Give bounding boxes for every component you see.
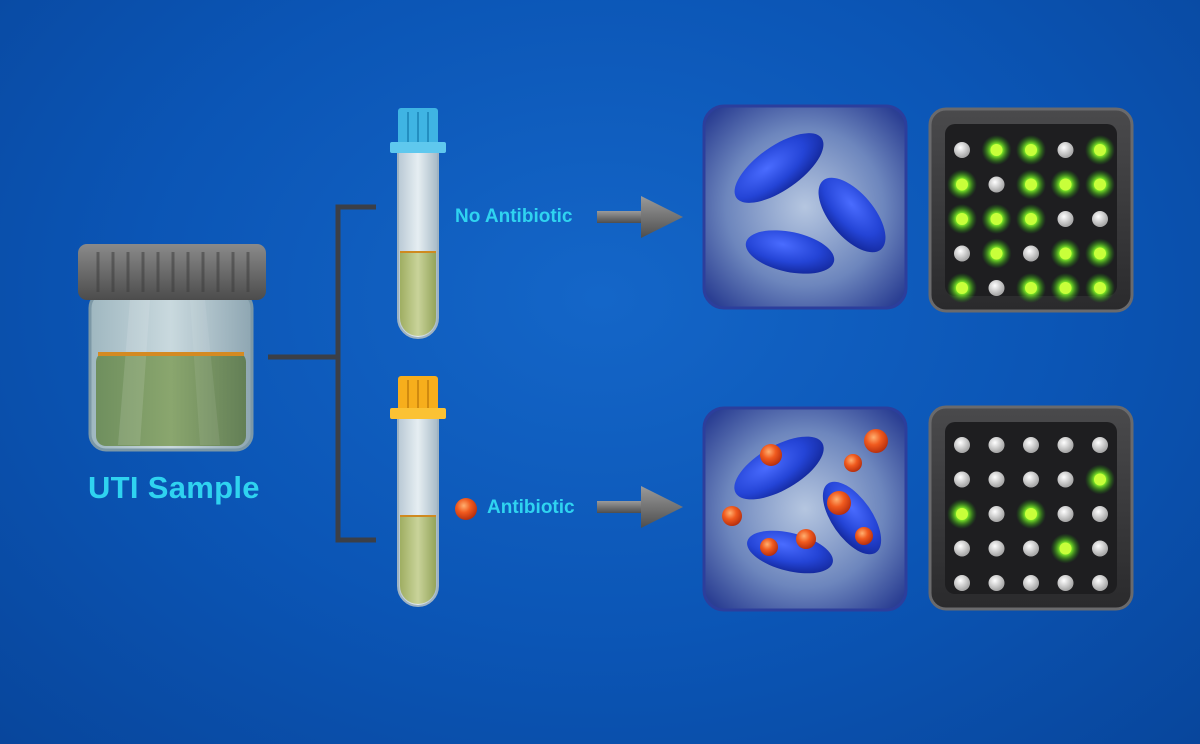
well-negative bbox=[988, 506, 1005, 522]
well-negative bbox=[1023, 437, 1039, 453]
arrow-top bbox=[597, 196, 683, 238]
well-negative bbox=[1092, 506, 1108, 522]
well-negative bbox=[988, 540, 1005, 557]
tube-liquid bbox=[400, 252, 436, 336]
antibiotic-label: Antibiotic bbox=[487, 497, 575, 518]
sample-jar bbox=[78, 244, 266, 452]
well-negative bbox=[954, 245, 970, 262]
well-negative bbox=[988, 575, 1005, 591]
bacterium bbox=[745, 230, 835, 274]
well-negative bbox=[1092, 575, 1108, 591]
arrow-bottom bbox=[597, 486, 683, 528]
well-negative bbox=[1057, 211, 1074, 227]
well-positive bbox=[1094, 282, 1106, 294]
bacterium bbox=[734, 133, 824, 203]
well-negative bbox=[1023, 471, 1039, 488]
well-positive bbox=[1059, 247, 1072, 260]
well-positive bbox=[1025, 282, 1037, 294]
well-negative bbox=[954, 471, 970, 488]
well-positive bbox=[956, 178, 968, 191]
well-positive bbox=[990, 213, 1003, 225]
tube-no-antibiotic bbox=[390, 108, 446, 339]
well-positive bbox=[1094, 178, 1106, 191]
well-negative bbox=[988, 176, 1005, 193]
well-positive bbox=[1025, 508, 1037, 520]
antibiotic-marker-icon bbox=[455, 498, 477, 520]
well-positive bbox=[956, 282, 968, 294]
well-negative bbox=[988, 437, 1005, 453]
well-positive bbox=[1094, 473, 1106, 486]
tube-liquid bbox=[400, 516, 436, 604]
well-positive bbox=[1025, 178, 1037, 191]
well-negative bbox=[954, 575, 970, 591]
well-negative bbox=[1057, 437, 1074, 453]
well-negative bbox=[1057, 471, 1074, 488]
well-negative bbox=[1092, 540, 1108, 557]
no-antibiotic-label: No Antibiotic bbox=[455, 206, 573, 227]
well-positive bbox=[990, 247, 1003, 260]
well-positive bbox=[956, 508, 968, 520]
well-plate-antibiotic bbox=[928, 405, 1134, 611]
well-plate-no-antibiotic bbox=[928, 107, 1134, 313]
well-negative bbox=[988, 280, 1005, 296]
bacteria-panel-no-antibiotic bbox=[702, 104, 908, 310]
well-negative bbox=[988, 471, 1005, 488]
well-negative bbox=[1057, 506, 1074, 522]
splitter-bracket bbox=[268, 204, 376, 543]
well-positive bbox=[956, 213, 968, 225]
well-negative bbox=[1023, 245, 1039, 262]
well-negative bbox=[954, 437, 970, 453]
well-positive bbox=[1059, 178, 1072, 191]
bacterium bbox=[734, 436, 824, 500]
well-positive bbox=[1059, 282, 1072, 294]
jar-meniscus bbox=[98, 352, 244, 356]
well-positive bbox=[1025, 144, 1037, 156]
well-positive bbox=[990, 144, 1003, 156]
well-negative bbox=[1092, 437, 1108, 453]
well-positive bbox=[1025, 213, 1037, 225]
jar-liquid bbox=[96, 352, 246, 446]
well-negative bbox=[1057, 575, 1074, 591]
well-negative bbox=[1023, 540, 1039, 557]
well-positive bbox=[1094, 247, 1106, 260]
well-positive bbox=[1059, 542, 1072, 555]
bacteria-panel-antibiotic bbox=[702, 406, 908, 612]
well-negative bbox=[1092, 211, 1108, 227]
bacterium bbox=[818, 177, 886, 253]
well-negative bbox=[954, 142, 970, 158]
well-negative bbox=[1023, 575, 1039, 591]
well-negative bbox=[1057, 142, 1074, 158]
sample-label: UTI Sample bbox=[88, 470, 260, 505]
well-positive bbox=[1094, 144, 1106, 156]
antibiotic-particles bbox=[722, 429, 888, 556]
well-negative bbox=[954, 540, 970, 557]
tube-antibiotic bbox=[390, 376, 446, 607]
